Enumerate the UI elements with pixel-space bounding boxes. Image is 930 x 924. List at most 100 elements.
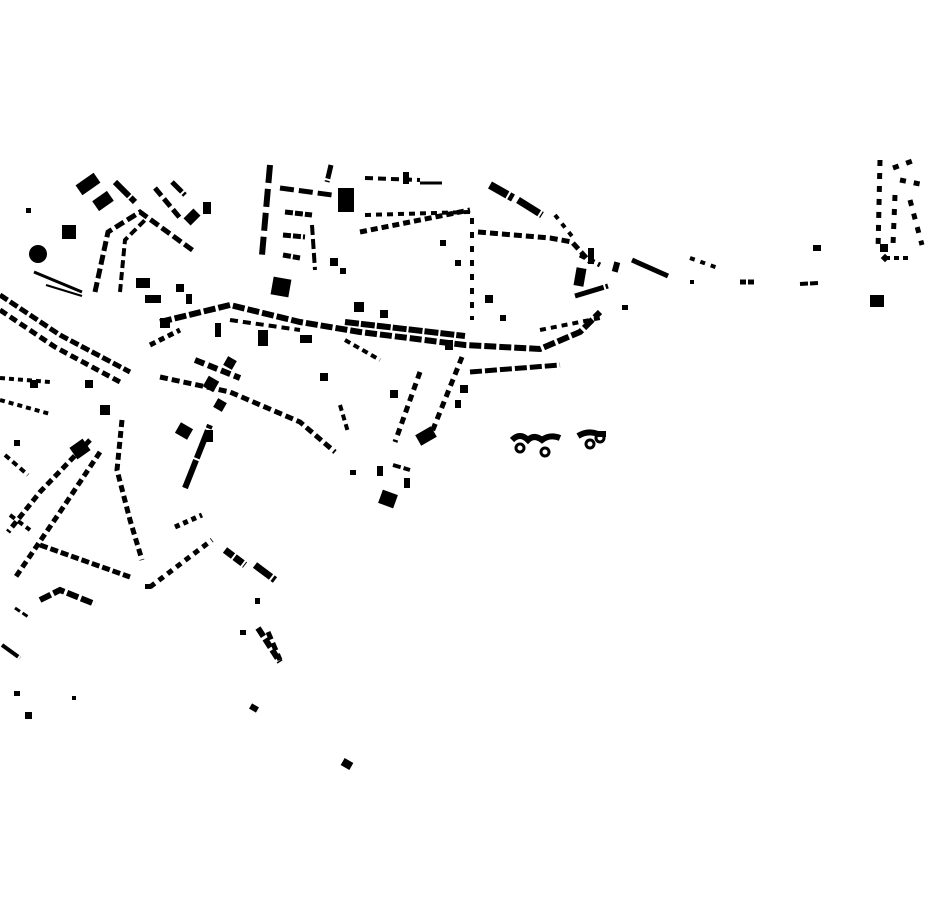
building-row [689,256,719,270]
building-row [574,283,609,299]
building-row [907,199,925,246]
building-row [33,270,83,294]
building-row [279,185,333,198]
building [69,438,91,460]
building-row [392,371,423,443]
building-row [324,164,334,183]
building-row [890,194,898,246]
building [415,426,437,446]
building [92,190,114,212]
building [255,598,260,604]
building [215,323,221,337]
building-row [892,157,916,171]
building-row [222,547,248,568]
building [354,302,364,312]
building [485,295,493,303]
building [183,208,201,226]
building-row [3,453,30,477]
building [300,335,312,343]
building [14,691,20,696]
building [72,696,76,700]
building [26,208,31,213]
building-row [899,177,926,188]
building-row [516,197,544,218]
building [377,466,383,476]
building-row [429,356,465,433]
building [690,280,694,284]
building-row [282,252,301,261]
building [880,253,890,263]
building-row [12,450,103,580]
building-wing [539,446,551,458]
building-row [265,631,283,661]
building-row [114,419,145,561]
building-row [284,209,313,218]
building [455,400,461,408]
building-row [469,362,561,375]
building [500,315,506,321]
building-row [118,218,147,293]
building-row [159,374,337,454]
building-row [282,232,306,240]
building [136,278,150,288]
building-row [0,307,122,385]
building-row [39,542,131,580]
building-row [148,327,182,348]
building [240,630,246,635]
building [440,240,446,246]
building-row [359,207,471,235]
building [75,172,101,196]
building-row [477,229,592,264]
building [870,295,884,307]
building-wing [514,442,526,454]
building-row [252,562,278,583]
building [258,330,268,346]
building [330,258,338,266]
building [203,202,211,214]
building-row [392,463,411,472]
building-row [193,357,242,381]
building [174,422,194,440]
building [445,340,453,350]
building-row [259,164,273,256]
building-row [45,284,83,297]
building-row [364,176,421,182]
building-row [112,179,138,205]
building [460,385,468,393]
building [338,188,354,212]
building-row [8,513,32,532]
building [249,703,259,713]
building-row [92,208,197,293]
building [455,260,461,266]
building [573,267,587,287]
building-rows [0,157,926,664]
building [588,248,594,264]
building [340,758,354,770]
building-row [344,319,466,339]
building-row [153,186,182,220]
building [813,245,821,251]
building-row [14,606,31,620]
building-row [344,338,381,362]
building [270,276,292,298]
building [213,398,227,412]
building [176,284,184,292]
building-row [799,281,819,286]
building [62,225,76,239]
building-row [38,586,97,607]
building [145,295,161,303]
building-row [875,159,883,251]
building [100,405,110,415]
building-row [553,213,577,242]
building [611,261,621,273]
building-row [0,643,22,660]
building [340,268,346,274]
building-row [229,318,301,332]
building-row [148,538,214,589]
building [223,356,237,370]
building [880,244,888,252]
building [205,430,213,442]
building [404,478,410,488]
building [145,584,151,589]
